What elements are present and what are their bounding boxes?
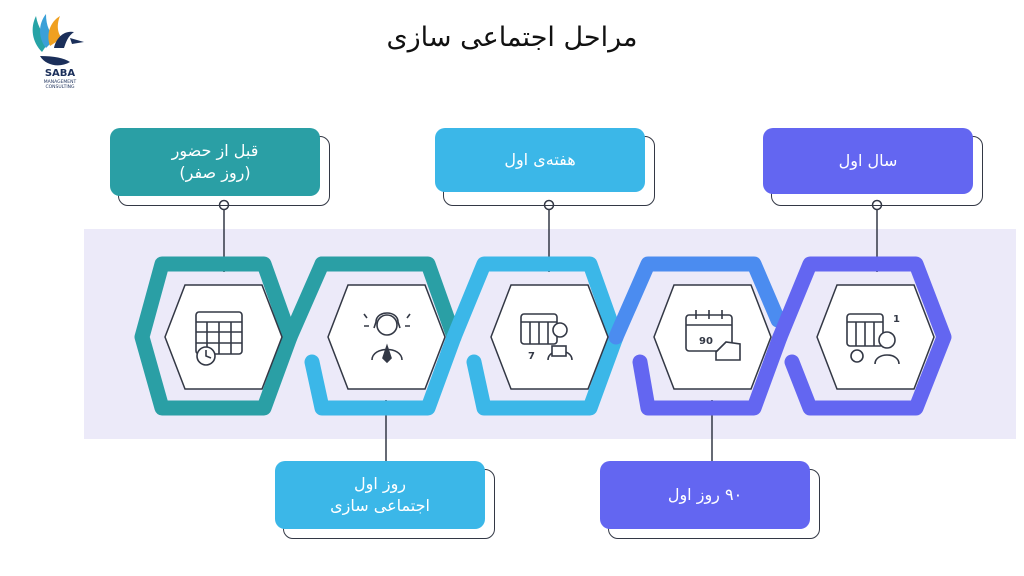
logo-line2: CONSULTING <box>45 84 75 90</box>
page-title: مراحل اجتماعی سازی <box>386 22 638 53</box>
stage-box-ninety-days: ۹۰ روز اول <box>600 461 810 529</box>
logo-line1: MANAGEMENT <box>44 79 77 85</box>
week-number: 7 <box>528 351 535 362</box>
saba-logo: SABA MANAGEMENT CONSULTING <box>20 8 100 90</box>
year-number: 1 <box>893 314 900 325</box>
stage-box-first-year: سال اول <box>763 128 973 194</box>
zigzag-band <box>134 256 952 416</box>
bird-logo-icon: SABA MANAGEMENT CONSULTING <box>32 14 84 90</box>
calendar-clock-icon <box>195 311 243 366</box>
calendar-delivery-icon: 7 <box>520 313 573 362</box>
stage-label: قبل از حضور <box>171 141 259 160</box>
stage-label: ۹۰ روز اول <box>667 485 743 504</box>
stage-box-pre-arrival: قبل از حضور (روز صفر) <box>110 128 320 196</box>
calendar-person-icon: 1 <box>846 313 900 365</box>
stage-label: هفته‌ی اول <box>504 150 576 169</box>
stage-sublabel: (روز صفر) <box>179 163 251 182</box>
employee-headset-icon <box>363 312 411 364</box>
calendar-hand-icon: 90 <box>685 310 741 361</box>
stage-box-first-day: روز اول اجتماعی سازی <box>275 461 485 529</box>
stage-label: سال اول <box>838 151 898 170</box>
stage-box-first-week: هفته‌ی اول <box>435 128 645 192</box>
stage-sublabel: اجتماعی سازی <box>330 496 430 515</box>
ninety-number: 90 <box>699 336 713 347</box>
inner-hexagons <box>164 284 935 390</box>
stage-label: روز اول <box>353 474 407 493</box>
logo-name: SABA <box>45 68 76 79</box>
